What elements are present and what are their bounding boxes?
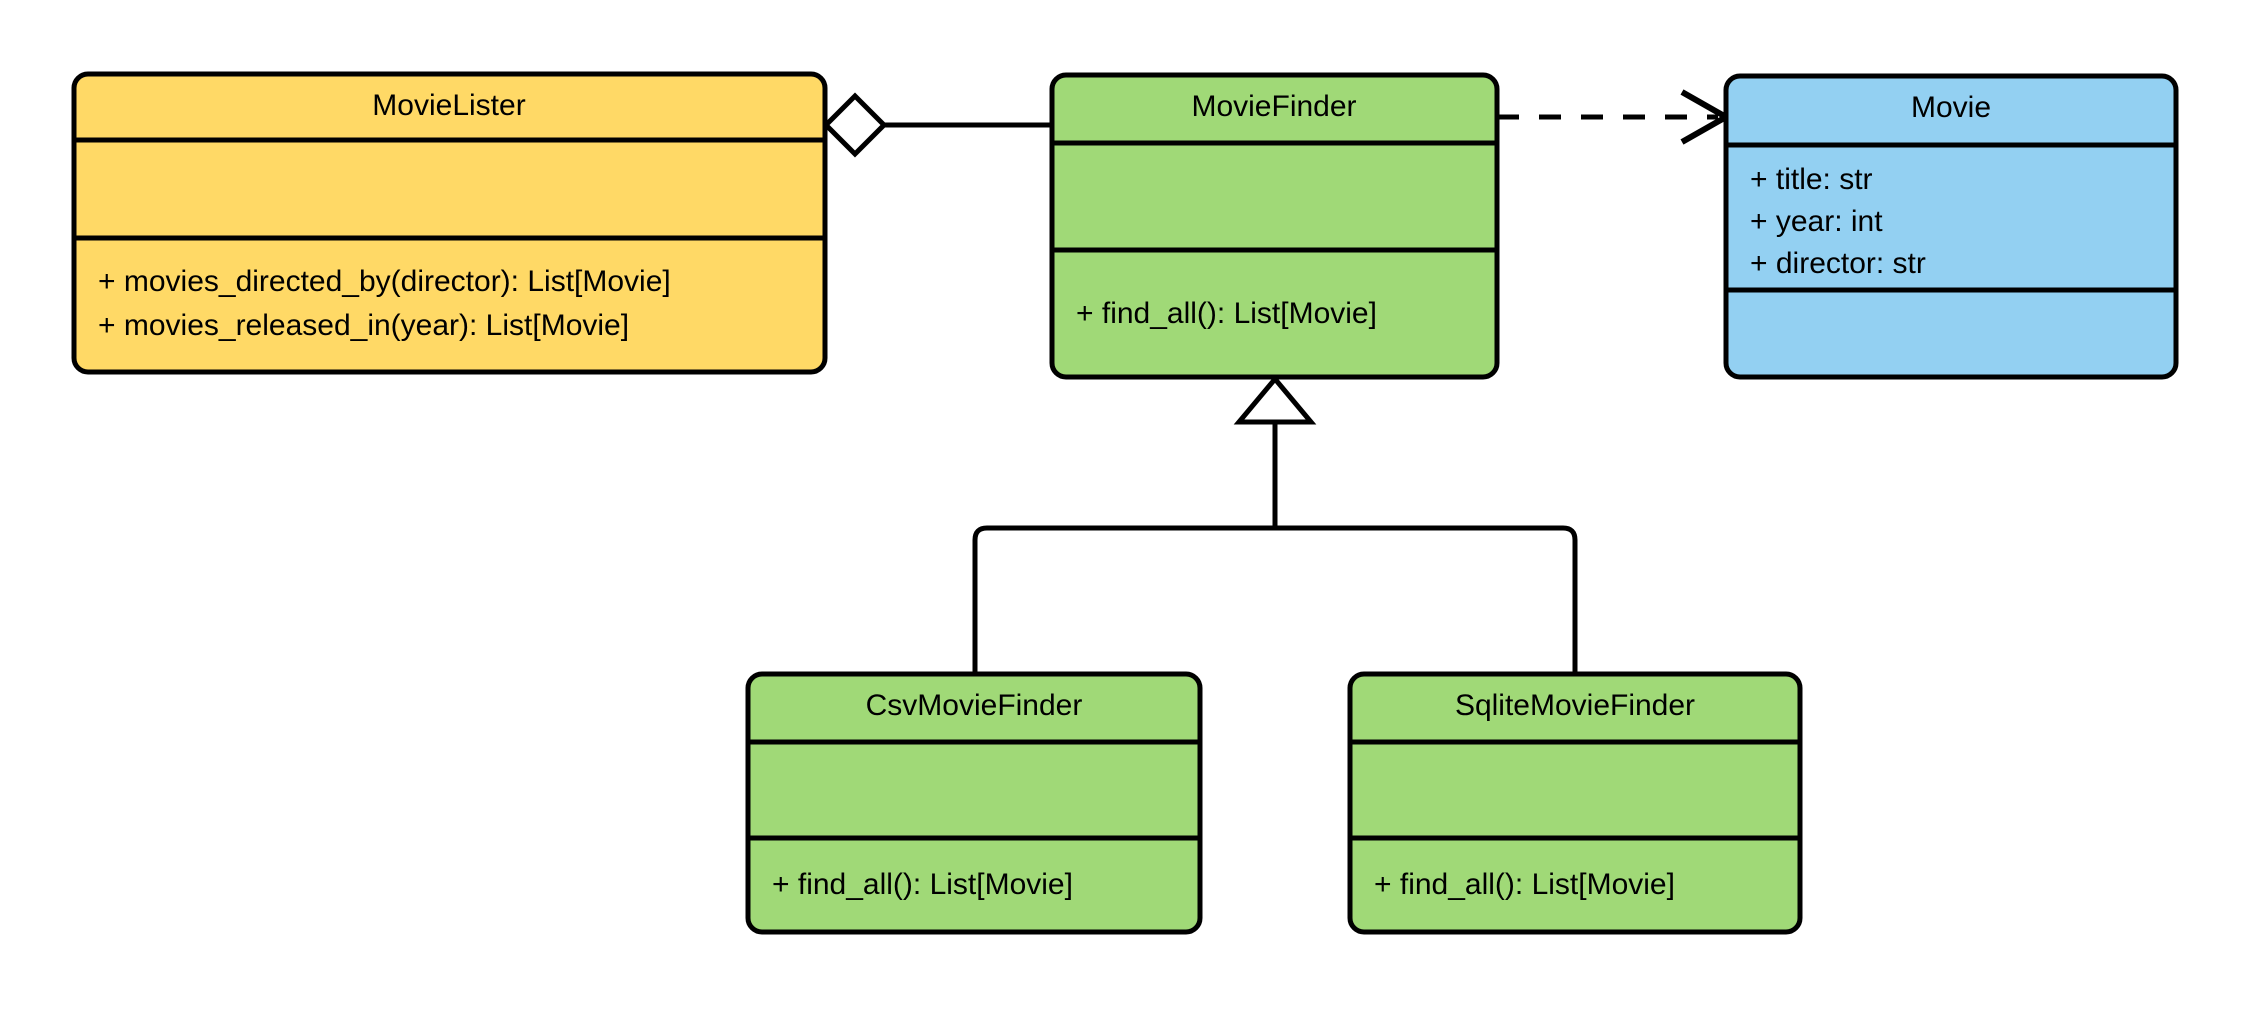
csv-movie-finder-method-0: + find_all(): List[Movie] <box>772 868 1073 901</box>
movie-attribute-1: + year: int <box>1750 205 1883 238</box>
sqlite-movie-finder-method-0: + find_all(): List[Movie] <box>1374 868 1675 901</box>
sqlite-movie-finder-frame <box>1347 671 1803 935</box>
movie-name: Movie <box>1911 91 1991 124</box>
movie-lister-frame <box>71 71 828 375</box>
movie-finder-frame <box>1049 72 1500 380</box>
movie-lister-method-0: + movies_directed_by(director): List[Mov… <box>98 265 671 298</box>
relationship-generalization-tree[interactable] <box>972 375 1578 674</box>
class-box-movie-lister[interactable]: MovieLister + movies_directed_by(directo… <box>71 71 828 375</box>
relationship-aggregation-lister-finder[interactable] <box>822 92 1052 158</box>
movie-finder-method-0: + find_all(): List[Movie] <box>1076 297 1377 330</box>
csv-movie-finder-frame <box>745 671 1203 935</box>
hollow-diamond-icon <box>822 92 888 158</box>
movie-lister-method-1: + movies_released_in(year): List[Movie] <box>98 309 629 342</box>
generalization-branch-sqlite <box>1275 525 1578 674</box>
movie-lister-name: MovieLister <box>372 89 525 122</box>
class-box-movie[interactable]: Movie + title: str + year: int + directo… <box>1723 73 2179 380</box>
relationship-dependency-finder-movie[interactable] <box>1497 89 1733 145</box>
csv-movie-finder-name: CsvMovieFinder <box>866 689 1083 722</box>
class-box-movie-finder[interactable]: MovieFinder + find_all(): List[Movie] <box>1049 72 1500 380</box>
hollow-triangle-icon <box>1233 375 1317 425</box>
generalization-branch-csv <box>972 525 1275 674</box>
movie-attribute-0: + title: str <box>1750 163 1873 196</box>
movie-attribute-2: + director: str <box>1750 247 1926 280</box>
movie-finder-name: MovieFinder <box>1191 90 1356 123</box>
sqlite-movie-finder-name: SqliteMovieFinder <box>1455 689 1695 722</box>
class-box-sqlite-movie-finder[interactable]: SqliteMovieFinder + find_all(): List[Mov… <box>1347 671 1803 935</box>
class-box-csv-movie-finder[interactable]: CsvMovieFinder + find_all(): List[Movie] <box>745 671 1203 935</box>
movie-frame <box>1723 73 2179 380</box>
open-arrow-icon <box>1680 89 1733 145</box>
